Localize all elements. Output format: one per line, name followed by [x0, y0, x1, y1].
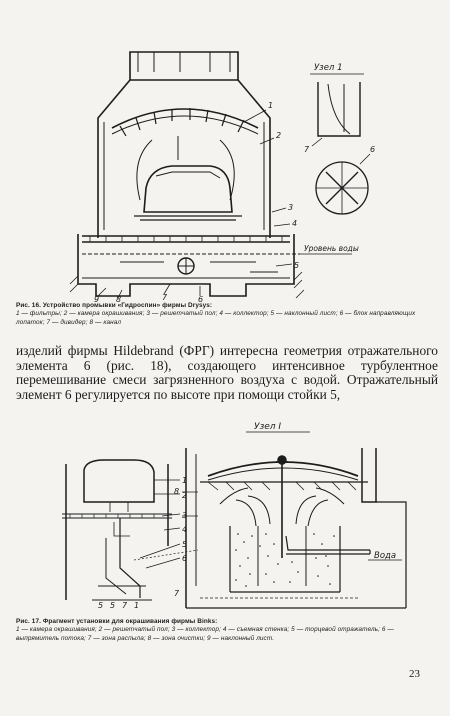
fig16-node-callout-7: 7 — [304, 145, 310, 154]
fig17-water-label: Вода — [374, 551, 396, 561]
fig17-bottom-callout-5b: 5 — [110, 601, 115, 610]
figure-16-caption-title: Рис. 16. Устройство промывки «Гидроспин»… — [16, 302, 213, 309]
fig16-callout-9: 9 — [94, 295, 99, 302]
fig17-bottom-callout-1: 1 — [134, 601, 139, 610]
figure-17-caption-title: Рис. 17. Фрагмент установки для окрашива… — [16, 618, 218, 625]
figure-16-drawing: Узел 1 Уровень воды 1 2 3 4 5 6 7 8 9 7 … — [69, 51, 375, 302]
fig17-node-callout-7: 7 — [174, 589, 180, 598]
page-number: 23 — [409, 668, 420, 680]
fig16-callout-4: 4 — [292, 219, 297, 228]
figure-17-caption-body: 1 — камера окрашивания; 2 — решетчатый п… — [16, 626, 394, 642]
fig17-side-callout-5: 5 — [182, 540, 187, 549]
figure-17-drawing: Узел I Вода 1 2 3 4 5 6 5 5 7 1 8 7 — [62, 422, 407, 610]
fig16-node-callout-6: 6 — [370, 145, 375, 154]
fig17-side-callout-2: 2 — [182, 491, 187, 500]
fig16-callout-3: 3 — [288, 203, 293, 212]
fig16-callout-1: 1 — [268, 101, 273, 110]
fig17-side-callout-6: 6 — [182, 554, 187, 563]
fig16-node-label: Узел 1 — [314, 63, 342, 73]
fig16-callout-6: 6 — [198, 295, 203, 302]
fig17-side-callout-3: 3 — [182, 511, 187, 520]
spray-zone-stipple — [235, 533, 335, 587]
fig17-bottom-callout-7: 7 — [122, 601, 128, 610]
fig17-side-callout-1: 1 — [182, 476, 187, 485]
fig16-callout-7: 7 — [162, 293, 168, 302]
figure-17-caption: Рис. 17. Фрагмент установки для окрашива… — [16, 618, 436, 643]
figure-16-caption: Рис. 16. Устройство промывки «Гидроспин»… — [16, 302, 436, 327]
body-paragraph: изделий фирмы Hildebrand (ФРГ) интересна… — [16, 343, 438, 402]
fig16-callout-2: 2 — [276, 131, 281, 140]
fig17-bottom-callout-5a: 5 — [98, 601, 103, 610]
figure-16-caption-body: 1 — фильтры; 2 — камера окрашивания; 3 —… — [16, 310, 416, 326]
fig16-callout-8: 8 — [116, 295, 121, 302]
fig17-side-callout-4: 4 — [182, 525, 187, 534]
fig17-node-callout-8: 8 — [174, 487, 179, 496]
fig16-water-label: Уровень воды — [304, 244, 359, 253]
fig17-node-label: Узел I — [254, 422, 281, 432]
fig16-callout-5: 5 — [294, 261, 299, 270]
